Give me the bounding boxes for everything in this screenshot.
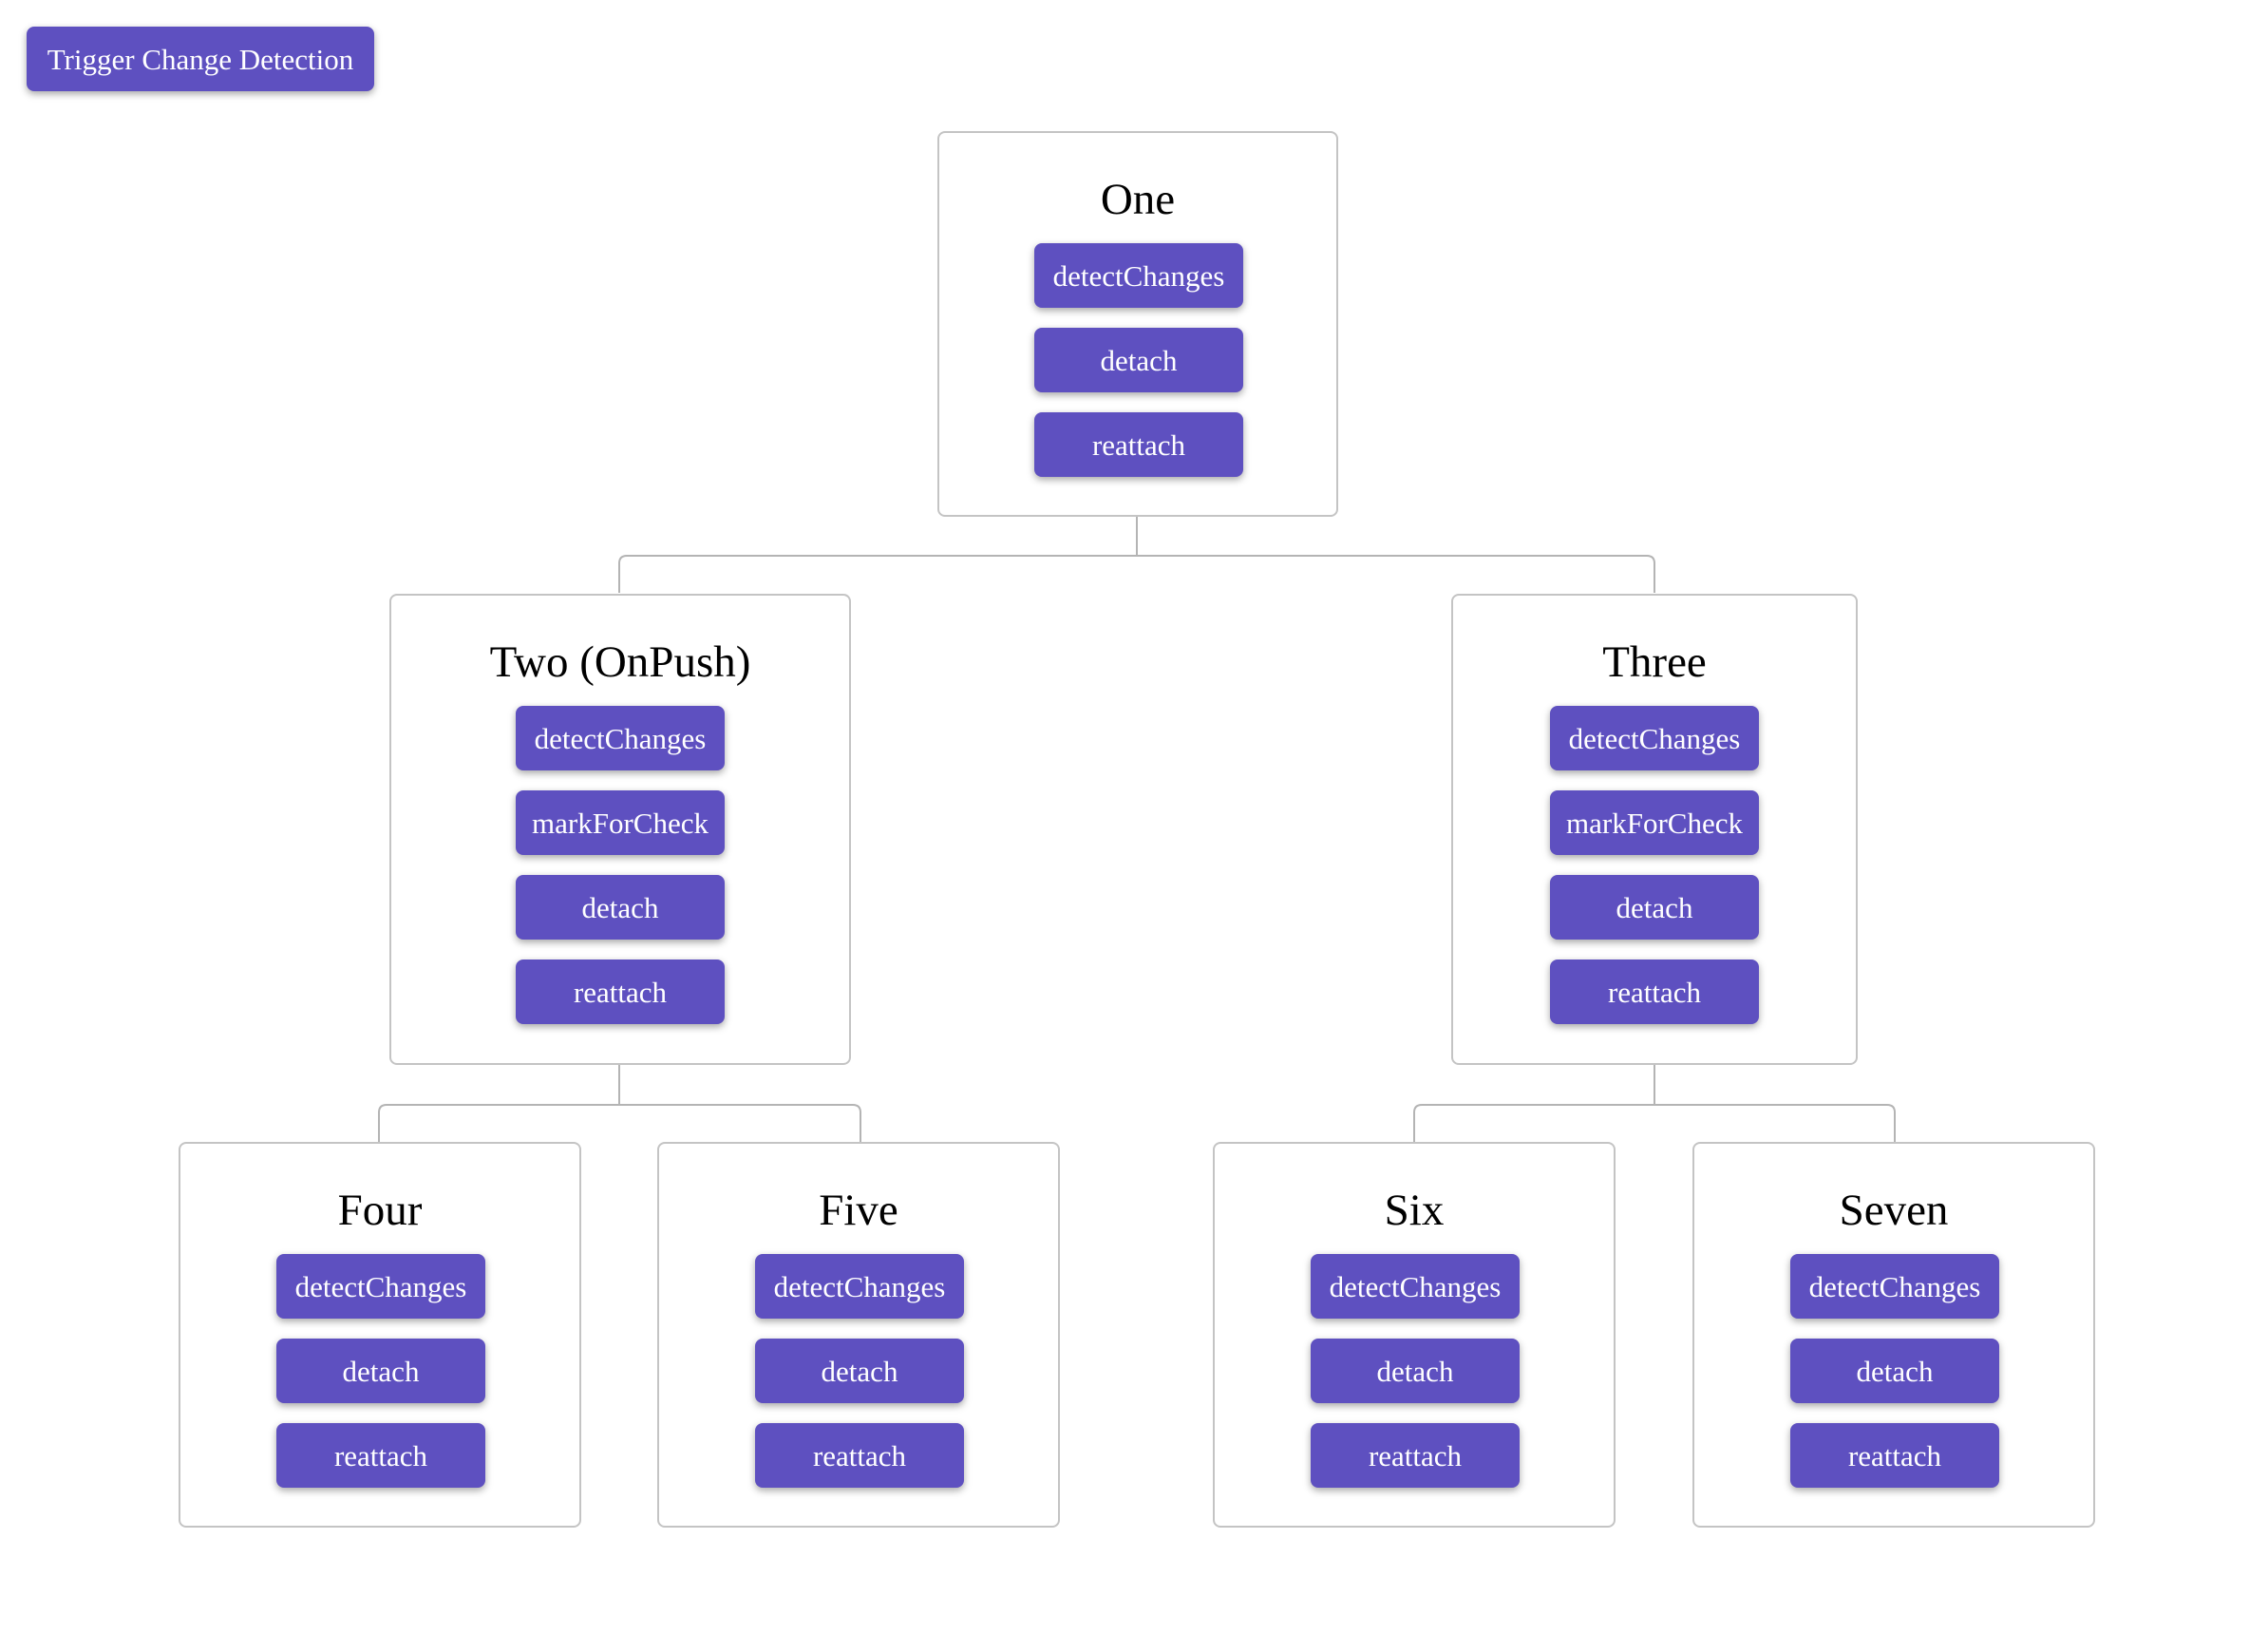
- connector-three-to-children: [1413, 1065, 1896, 1143]
- mark-for-check-button[interactable]: markForCheck: [516, 790, 725, 855]
- reattach-button[interactable]: reattach: [1550, 960, 1759, 1024]
- mark-for-check-button[interactable]: markForCheck: [1550, 790, 1759, 855]
- reattach-button[interactable]: reattach: [1034, 412, 1243, 477]
- node-one: One detectChanges detach reattach: [937, 131, 1338, 517]
- reattach-button[interactable]: reattach: [516, 960, 725, 1024]
- detach-button[interactable]: detach: [755, 1339, 964, 1403]
- connector-one-to-children: [618, 515, 1655, 593]
- node-title: Three: [1602, 637, 1707, 687]
- node-title: Six: [1384, 1186, 1445, 1235]
- detach-button[interactable]: detach: [1311, 1339, 1520, 1403]
- detach-button[interactable]: detach: [516, 875, 725, 940]
- detach-button[interactable]: detach: [276, 1339, 485, 1403]
- node-title: Seven: [1839, 1186, 1949, 1235]
- node-title: Four: [337, 1186, 423, 1235]
- connector-two-to-children: [378, 1065, 861, 1143]
- node-title: Five: [819, 1186, 898, 1235]
- trigger-change-detection-button[interactable]: Trigger Change Detection: [27, 27, 374, 91]
- detect-changes-button[interactable]: detectChanges: [755, 1254, 964, 1319]
- detach-button[interactable]: detach: [1550, 875, 1759, 940]
- node-title: Two (OnPush): [489, 637, 751, 687]
- detect-changes-button[interactable]: detectChanges: [516, 706, 725, 770]
- detect-changes-button[interactable]: detectChanges: [1550, 706, 1759, 770]
- detect-changes-button[interactable]: detectChanges: [276, 1254, 485, 1319]
- node-seven: Seven detectChanges detach reattach: [1692, 1142, 2095, 1528]
- node-four: Four detectChanges detach reattach: [179, 1142, 581, 1528]
- detach-button[interactable]: detach: [1790, 1339, 1999, 1403]
- detect-changes-button[interactable]: detectChanges: [1034, 243, 1243, 308]
- detach-button[interactable]: detach: [1034, 328, 1243, 392]
- node-two: Two (OnPush) detectChanges markForCheck …: [389, 594, 851, 1065]
- detect-changes-button[interactable]: detectChanges: [1790, 1254, 1999, 1319]
- reattach-button[interactable]: reattach: [1311, 1423, 1520, 1488]
- node-five: Five detectChanges detach reattach: [657, 1142, 1060, 1528]
- reattach-button[interactable]: reattach: [1790, 1423, 1999, 1488]
- reattach-button[interactable]: reattach: [755, 1423, 964, 1488]
- node-six: Six detectChanges detach reattach: [1213, 1142, 1616, 1528]
- detect-changes-button[interactable]: detectChanges: [1311, 1254, 1520, 1319]
- node-three: Three detectChanges markForCheck detach …: [1451, 594, 1858, 1065]
- node-title: One: [1100, 175, 1176, 224]
- reattach-button[interactable]: reattach: [276, 1423, 485, 1488]
